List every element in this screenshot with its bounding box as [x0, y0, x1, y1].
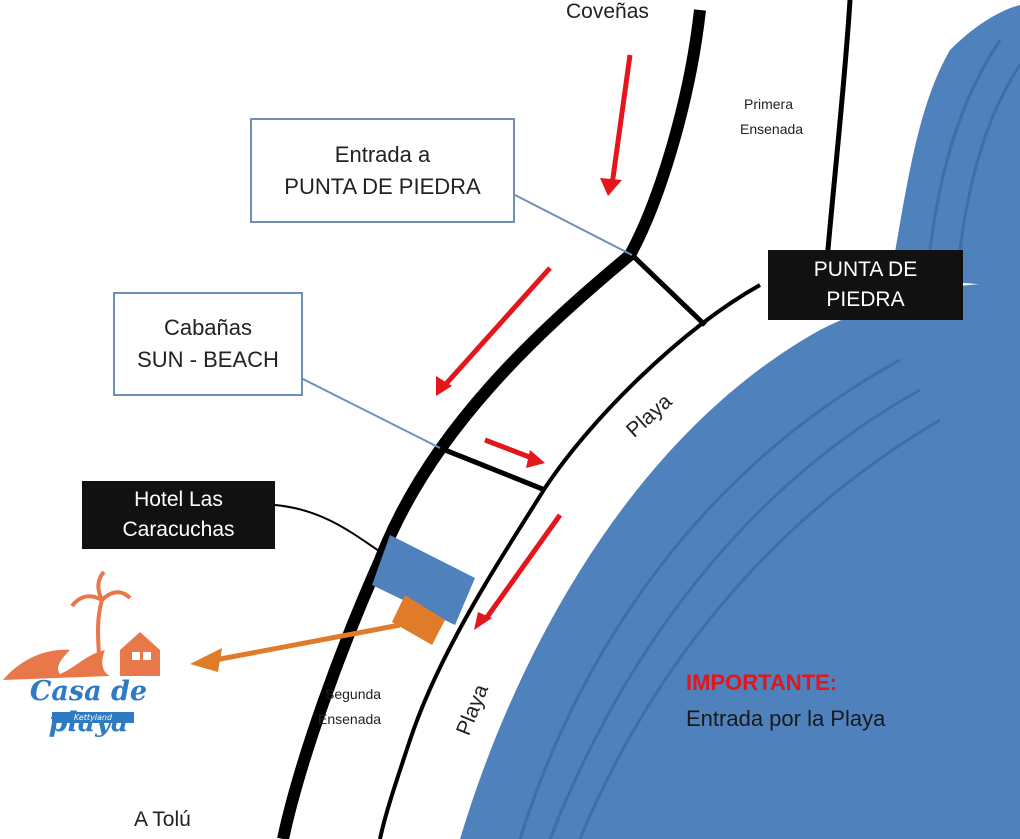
hotel-block — [372, 535, 475, 625]
segunda-ensenada-line2: Ensenada — [318, 711, 382, 727]
main-road — [277, 9, 706, 839]
covenas-label: Coveñas — [566, 0, 649, 23]
notice-title: IMPORTANTE: — [686, 670, 838, 695]
primera-ensenada-line1: Primera — [744, 96, 794, 112]
hotel-label: Hotel Las Caracuchas — [82, 481, 275, 549]
cabanas-callout-line1: Cabañas — [163, 315, 253, 340]
callout-pointer-entrada — [514, 194, 633, 256]
notice-text: Entrada por la Playa — [686, 706, 886, 731]
house-arrow-head — [190, 648, 222, 672]
punta-label-line1: PUNTA DE — [813, 258, 918, 281]
cabanas-callout: Cabañas SUN - BEACH — [113, 292, 303, 396]
punta-label-line2: PIEDRA — [826, 288, 905, 311]
primera-ensenada-line2: Ensenada — [740, 121, 804, 137]
direction-arrows — [443, 54, 633, 622]
direction-arrow-heads — [436, 178, 622, 630]
entrada-callout-line1: Entrada a — [334, 141, 431, 167]
tolu-label: A Tolú — [134, 808, 191, 831]
hotel-label-line1: Hotel Las — [134, 488, 223, 511]
logo-tagline: Kettyland — [52, 712, 134, 723]
logo-name: Casa de playa — [29, 676, 148, 738]
callout-pointer-cabanas — [284, 369, 441, 449]
connector-punta — [630, 253, 707, 327]
connector-sunbeach — [439, 445, 546, 493]
primera-road — [824, 0, 853, 261]
entrada-callout: Entrada a PUNTA DE PIEDRA — [250, 118, 515, 223]
sea — [460, 283, 1020, 839]
entrada-callout-line2: PUNTA DE PIEDRA — [284, 173, 481, 199]
segunda-ensenada-line1: Segunda — [325, 686, 382, 702]
house-arrow — [214, 622, 401, 663]
house-marker — [392, 595, 445, 645]
logo-art — [3, 570, 160, 680]
sea-north — [890, 5, 1020, 290]
coast-road — [378, 283, 761, 839]
punta-de-piedra-label: PUNTA DE PIEDRA — [768, 250, 963, 320]
sea-waves — [518, 39, 1020, 839]
hotel-label-line2: Caracuchas — [122, 518, 235, 541]
cabanas-callout-line2: SUN - BEACH — [137, 347, 279, 372]
